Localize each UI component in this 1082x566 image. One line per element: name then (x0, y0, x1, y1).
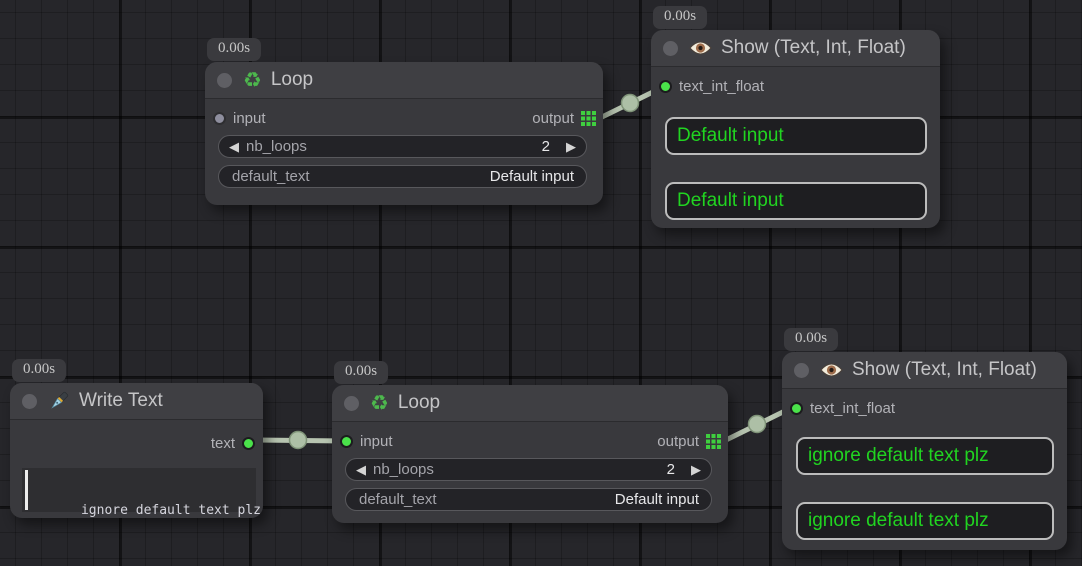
default-text-entry[interactable]: default_text Default input (218, 165, 587, 188)
text-editor-content: ignore default text plz (80, 503, 261, 518)
timer-badge: 0.00s (784, 328, 839, 351)
node-show-top[interactable]: 0.00s Show (Text, Int, Float) text_int_f… (651, 6, 940, 228)
default-text-value[interactable]: Default input (489, 168, 574, 185)
wire-handle[interactable] (288, 430, 308, 450)
output-label: text (210, 434, 235, 452)
node-loop-top[interactable]: 0.00s ♻ Loop input output ◀ nb_loops 2 (205, 38, 603, 205)
status-dot[interactable] (794, 362, 809, 378)
spinner-increment-icon[interactable]: ▶ (691, 462, 701, 477)
input-label: input (360, 432, 393, 450)
nb-loops-label: nb_loops (373, 461, 434, 478)
spinner-decrement-icon[interactable]: ◀ (356, 462, 366, 477)
status-dot[interactable] (344, 395, 359, 411)
input-socket[interactable] (659, 79, 672, 93)
output-label: output (657, 432, 699, 450)
node-header[interactable]: Show (Text, Int, Float) (782, 352, 1067, 389)
input-label: text_int_float (679, 77, 765, 95)
status-dot[interactable] (217, 72, 232, 88)
node-header[interactable]: Write Text (10, 383, 263, 420)
node-header[interactable]: ♻ Loop (332, 385, 728, 422)
output-label: output (532, 109, 574, 127)
input-label: text_int_float (810, 399, 896, 417)
node-title: Show (Text, Int, Float) (721, 37, 906, 58)
eye-icon (689, 40, 712, 56)
nb-loops-value[interactable]: 2 (666, 461, 675, 478)
node-write-text[interactable]: 0.00s Write Text text ignore d (10, 359, 263, 518)
timer-badge: 0.00s (653, 6, 708, 29)
text-cursor (25, 470, 28, 510)
text-editor[interactable]: ignore default text plz (22, 468, 261, 518)
input-label: input (233, 109, 266, 127)
timer-badge: 0.00s (334, 361, 389, 384)
input-socket[interactable] (213, 111, 226, 125)
nb-loops-spinner[interactable]: ◀ nb_loops 2 ▶ (345, 458, 712, 481)
timer-badge: 0.00s (207, 38, 262, 61)
display-box: Default input (665, 182, 927, 220)
output-socket[interactable] (242, 436, 255, 450)
node-title: Loop (397, 392, 441, 413)
nb-loops-label: nb_loops (246, 138, 307, 155)
eye-icon (820, 362, 843, 378)
spinner-increment-icon[interactable]: ▶ (566, 139, 576, 154)
pen-icon (48, 390, 70, 412)
status-dot[interactable] (663, 40, 678, 56)
input-socket[interactable] (790, 401, 803, 415)
node-header[interactable]: ♻ Loop (205, 62, 603, 99)
display-box: Default input (665, 117, 927, 155)
grid-output-icon[interactable] (581, 110, 596, 126)
spinner-decrement-icon[interactable]: ◀ (229, 139, 239, 154)
node-title: Write Text (79, 390, 163, 411)
nb-loops-value[interactable]: 2 (541, 138, 550, 155)
node-header[interactable]: Show (Text, Int, Float) (651, 30, 940, 67)
node-loop-bottom[interactable]: 0.00s ♻ Loop input output ◀ nb_loops 2 (332, 361, 728, 523)
default-text-label: default_text (232, 168, 310, 185)
default-text-value[interactable]: Default input (614, 491, 699, 508)
default-text-label: default_text (359, 491, 437, 508)
node-title: Loop (270, 69, 314, 90)
recycle-icon: ♻ (243, 68, 262, 92)
node-title: Show (Text, Int, Float) (852, 359, 1037, 380)
display-box: ignore default text plz (796, 437, 1054, 475)
grid-output-icon[interactable] (706, 433, 721, 449)
wire-handle[interactable] (620, 93, 640, 113)
node-show-bottom[interactable]: 0.00s Show (Text, Int, Float) text_int_f… (782, 328, 1067, 550)
recycle-icon: ♻ (370, 391, 389, 415)
timer-badge: 0.00s (12, 359, 67, 382)
default-text-entry[interactable]: default_text Default input (345, 488, 712, 511)
display-box: ignore default text plz (796, 502, 1054, 540)
nb-loops-spinner[interactable]: ◀ nb_loops 2 ▶ (218, 135, 587, 158)
input-socket[interactable] (340, 434, 353, 448)
status-dot[interactable] (22, 393, 37, 409)
wire-handle[interactable] (747, 414, 767, 434)
